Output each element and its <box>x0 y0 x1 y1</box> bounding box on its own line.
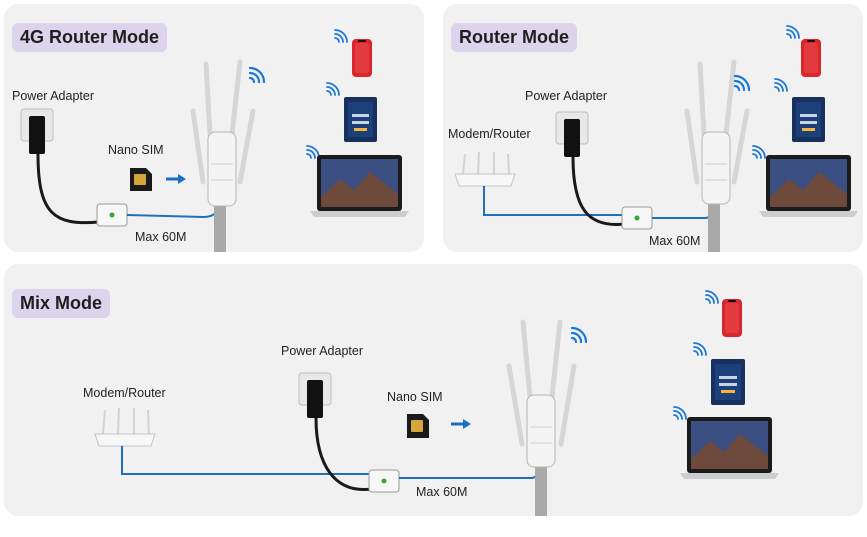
diagram-graphics <box>454 25 858 252</box>
outdoor-router-icon <box>684 59 750 252</box>
modem-router-label: Modem/Router <box>448 127 531 141</box>
power-cable <box>314 417 373 492</box>
wifi-icon <box>334 29 348 43</box>
power-adapter-label: Power Adapter <box>281 344 363 358</box>
diagram-graphics <box>20 29 409 252</box>
laptop-icon <box>680 417 779 479</box>
panel-4g-router-mode: 4G Router Mode Power Adapter Nano SIM Ma… <box>4 4 424 252</box>
panel-router-mode: Router Mode Power Adapter Modem/Router M… <box>443 4 863 252</box>
wifi-icon <box>786 25 800 39</box>
wifi-icon <box>248 66 266 84</box>
panel-title: Router Mode <box>451 23 577 52</box>
nano-sim-label: Nano SIM <box>387 390 443 404</box>
sim-card-icon <box>130 168 152 191</box>
power-adapter-label: Power Adapter <box>12 89 94 103</box>
panel-title: Mix Mode <box>12 289 111 318</box>
wifi-icon <box>570 326 588 344</box>
poe-injector-icon <box>621 206 653 230</box>
wifi-icon <box>774 78 788 92</box>
max-distance-label: Max 60M <box>416 485 468 499</box>
panel-mix-mode: Mix Mode Power Adapter Modem/Router Nano… <box>4 264 863 516</box>
modem-router-icon <box>94 407 156 447</box>
power-adapter-icon <box>298 372 332 418</box>
power-adapter-label: Power Adapter <box>525 89 607 103</box>
poe-injector-icon <box>96 203 128 227</box>
max-distance-label: Max 60M <box>649 234 701 248</box>
laptop-icon <box>310 155 409 217</box>
power-cable <box>571 156 626 227</box>
ethernet-cable <box>483 186 622 216</box>
power-adapter-icon <box>555 111 589 157</box>
sim-card-icon <box>407 414 429 438</box>
power-cable <box>36 153 100 225</box>
wifi-icon <box>306 145 320 159</box>
diagram-graphics <box>94 290 779 516</box>
outdoor-router-icon <box>190 59 256 252</box>
max-distance-label: Max 60M <box>135 230 187 244</box>
modem-router-label: Modem/Router <box>83 386 166 400</box>
phone-icon <box>801 39 821 77</box>
ethernet-cable <box>126 203 220 219</box>
arrow-right-icon <box>166 174 186 184</box>
outdoor-router-icon <box>506 319 577 516</box>
wifi-icon <box>705 290 719 304</box>
nano-sim-label: Nano SIM <box>108 143 164 157</box>
phone-icon <box>352 39 372 77</box>
poe-injector-icon <box>368 469 400 493</box>
wifi-icon <box>673 406 687 420</box>
phone-icon <box>722 299 742 337</box>
wifi-icon <box>326 82 340 96</box>
tablet-icon <box>344 97 377 142</box>
ethernet-cable <box>652 201 715 219</box>
ethernet-cable <box>121 446 369 475</box>
wifi-icon <box>752 145 766 159</box>
ethernet-cable <box>399 463 542 479</box>
arrow-right-icon <box>451 419 471 429</box>
tablet-icon <box>711 359 745 405</box>
panel-title: 4G Router Mode <box>12 23 168 52</box>
power-adapter-icon <box>20 108 54 154</box>
wifi-icon <box>733 74 751 92</box>
tablet-icon <box>792 97 825 142</box>
modem-router-icon <box>454 151 516 187</box>
wifi-icon <box>693 342 707 356</box>
laptop-icon <box>759 155 858 217</box>
